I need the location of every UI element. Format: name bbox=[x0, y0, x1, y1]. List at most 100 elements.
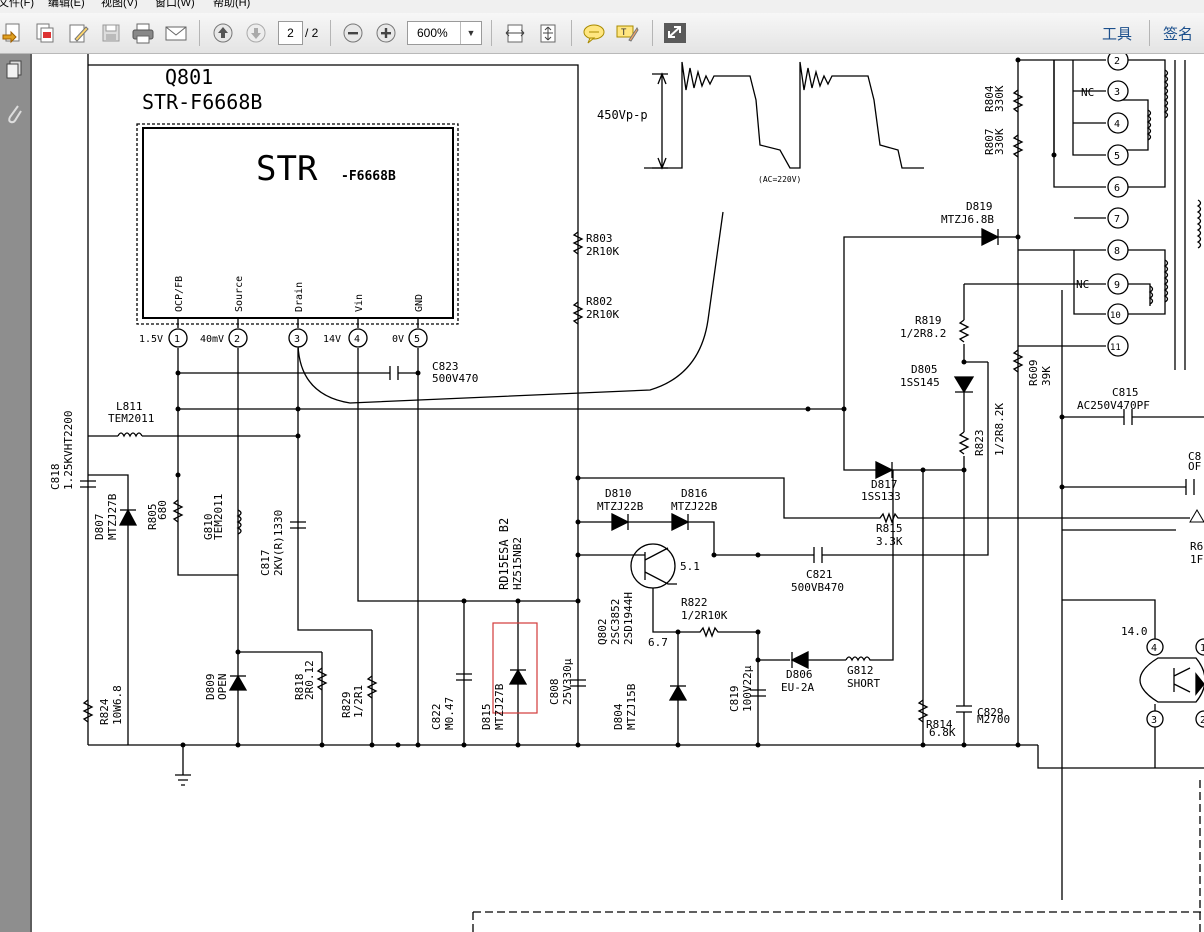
svg-text:11: 11 bbox=[1110, 343, 1121, 353]
svg-text:TEM2011: TEM2011 bbox=[212, 494, 225, 540]
attachments-icon[interactable] bbox=[3, 103, 25, 125]
svg-text:D817: D817 bbox=[871, 478, 898, 491]
svg-text:1: 1 bbox=[1200, 643, 1204, 654]
svg-text:Vin: Vin bbox=[354, 294, 365, 312]
svg-text:10W6.8: 10W6.8 bbox=[111, 685, 124, 725]
svg-text:G810: G810 bbox=[202, 514, 215, 541]
svg-text:OCP/FB: OCP/FB bbox=[174, 276, 185, 312]
svg-text:25V330μ: 25V330μ bbox=[561, 658, 574, 705]
svg-text:2R10K: 2R10K bbox=[586, 245, 619, 258]
svg-text:6.8K: 6.8K bbox=[929, 726, 956, 739]
svg-text:R824: R824 bbox=[98, 698, 111, 725]
svg-text:500VB470: 500VB470 bbox=[791, 581, 844, 594]
svg-text:C821: C821 bbox=[806, 568, 833, 581]
svg-text:EU-2A: EU-2A bbox=[781, 681, 814, 694]
save-icon[interactable] bbox=[99, 22, 123, 44]
svg-text:5.1: 5.1 bbox=[680, 560, 700, 573]
svg-text:10: 10 bbox=[1110, 311, 1121, 321]
print-icon[interactable] bbox=[131, 22, 155, 44]
svg-text:680: 680 bbox=[156, 500, 169, 520]
edit-pdf-icon[interactable] bbox=[66, 22, 90, 44]
menu-view[interactable]: 视图(V) bbox=[101, 0, 138, 9]
svg-text:R805: R805 bbox=[146, 504, 159, 531]
page-total: / 2 bbox=[305, 26, 319, 40]
full-screen-icon[interactable] bbox=[663, 22, 687, 44]
create-pdf-icon[interactable] bbox=[0, 22, 24, 44]
fit-width-icon[interactable] bbox=[503, 22, 527, 44]
svg-text:1.5V: 1.5V bbox=[139, 334, 163, 345]
svg-text:R6: R6 bbox=[1190, 540, 1203, 553]
svg-text:1/2R1: 1/2R1 bbox=[352, 685, 365, 718]
svg-text:R822: R822 bbox=[681, 596, 708, 609]
page-thumbnails-icon[interactable] bbox=[3, 59, 25, 81]
navigation-panel bbox=[0, 54, 32, 932]
next-page-icon[interactable] bbox=[244, 22, 268, 44]
menu-help[interactable]: 帮助(H) bbox=[213, 0, 251, 9]
svg-text:5: 5 bbox=[1114, 151, 1120, 162]
svg-text:R815: R815 bbox=[876, 522, 903, 535]
svg-text:T: T bbox=[621, 28, 627, 38]
menu-file[interactable]: 文件(F) bbox=[0, 0, 35, 9]
svg-text:6.7: 6.7 bbox=[648, 636, 668, 649]
svg-text:NC: NC bbox=[1081, 86, 1094, 99]
svg-text:40mV: 40mV bbox=[200, 334, 224, 345]
fit-page-icon[interactable] bbox=[536, 22, 560, 44]
svg-text:L811: L811 bbox=[116, 400, 143, 413]
svg-text:(AC=220V): (AC=220V) bbox=[758, 175, 801, 184]
svg-text:1: 1 bbox=[174, 334, 180, 345]
tools-button[interactable]: 工具 bbox=[1102, 26, 1133, 43]
svg-text:MTZJ6.8B: MTZJ6.8B bbox=[941, 213, 994, 226]
zoom-select[interactable]: 600% ▼ bbox=[407, 21, 482, 45]
svg-text:HZ515NB2: HZ515NB2 bbox=[511, 537, 524, 590]
svg-text:G812: G812 bbox=[847, 664, 874, 677]
svg-text:1/2R10K: 1/2R10K bbox=[681, 609, 728, 622]
svg-text:OPEN: OPEN bbox=[216, 674, 229, 701]
svg-text:2R0.12: 2R0.12 bbox=[303, 660, 316, 700]
svg-text:MTZJ27B: MTZJ27B bbox=[493, 683, 506, 730]
svg-text:MTZJ22B: MTZJ22B bbox=[597, 500, 644, 513]
sign-button[interactable]: 签名 bbox=[1163, 26, 1194, 43]
zoom-out-icon[interactable] bbox=[341, 22, 365, 44]
combine-files-icon[interactable] bbox=[33, 22, 57, 44]
svg-text:8: 8 bbox=[1114, 246, 1120, 257]
previous-page-icon[interactable] bbox=[211, 22, 235, 44]
svg-text:2R10K: 2R10K bbox=[586, 308, 619, 321]
svg-text:D806: D806 bbox=[786, 668, 813, 681]
svg-text:C822: C822 bbox=[430, 704, 443, 731]
svg-text:M0.47: M0.47 bbox=[443, 697, 456, 730]
svg-text:MTZJ22B: MTZJ22B bbox=[671, 500, 718, 513]
svg-text:1SS133: 1SS133 bbox=[861, 490, 901, 503]
svg-text:3.3K: 3.3K bbox=[876, 535, 903, 548]
chevron-down-icon[interactable]: ▼ bbox=[460, 22, 481, 44]
svg-text:R819: R819 bbox=[915, 314, 942, 327]
svg-text:R802: R802 bbox=[586, 295, 613, 308]
svg-text:1F: 1F bbox=[1190, 553, 1203, 566]
comment-icon[interactable] bbox=[582, 22, 606, 44]
svg-text:RD15ESA B2: RD15ESA B2 bbox=[497, 518, 511, 590]
svg-text:D810: D810 bbox=[605, 487, 632, 500]
svg-text:C818: C818 bbox=[49, 464, 62, 491]
svg-text:C815: C815 bbox=[1112, 386, 1139, 399]
svg-text:6: 6 bbox=[1114, 183, 1120, 194]
svg-text:R807: R807 bbox=[983, 129, 996, 156]
page-number-input[interactable]: 2 bbox=[278, 21, 303, 45]
svg-text:14.0: 14.0 bbox=[1121, 625, 1148, 638]
svg-text:1/2R8.2K: 1/2R8.2K bbox=[993, 403, 1006, 456]
menu-bar: 文件(F) 编辑(E) 视图(V) 窗口(W) 帮助(H) bbox=[0, 0, 1204, 13]
svg-text:R814: R814 bbox=[926, 718, 953, 731]
email-icon[interactable] bbox=[164, 22, 188, 44]
menu-window[interactable]: 窗口(W) bbox=[155, 0, 195, 9]
svg-text:STR-F6668B: STR-F6668B bbox=[142, 90, 262, 114]
highlight-icon[interactable]: T bbox=[615, 22, 639, 44]
svg-text:1/2R8.2: 1/2R8.2 bbox=[900, 327, 946, 340]
menu-edit[interactable]: 编辑(E) bbox=[48, 0, 85, 9]
svg-text:Source: Source bbox=[234, 276, 245, 312]
svg-text:R804: R804 bbox=[983, 85, 996, 112]
svg-text:AC250V470PF: AC250V470PF bbox=[1077, 399, 1150, 412]
zoom-in-icon[interactable] bbox=[374, 22, 398, 44]
svg-text:TEM2011: TEM2011 bbox=[108, 412, 154, 425]
svg-text:Q802: Q802 bbox=[596, 619, 609, 646]
svg-text:100V22μ: 100V22μ bbox=[741, 665, 754, 712]
document-view[interactable]: Q801 STR-F6668B STR -F6668B OCP/FB Sourc… bbox=[32, 54, 1204, 932]
svg-text:330K: 330K bbox=[993, 85, 1006, 112]
